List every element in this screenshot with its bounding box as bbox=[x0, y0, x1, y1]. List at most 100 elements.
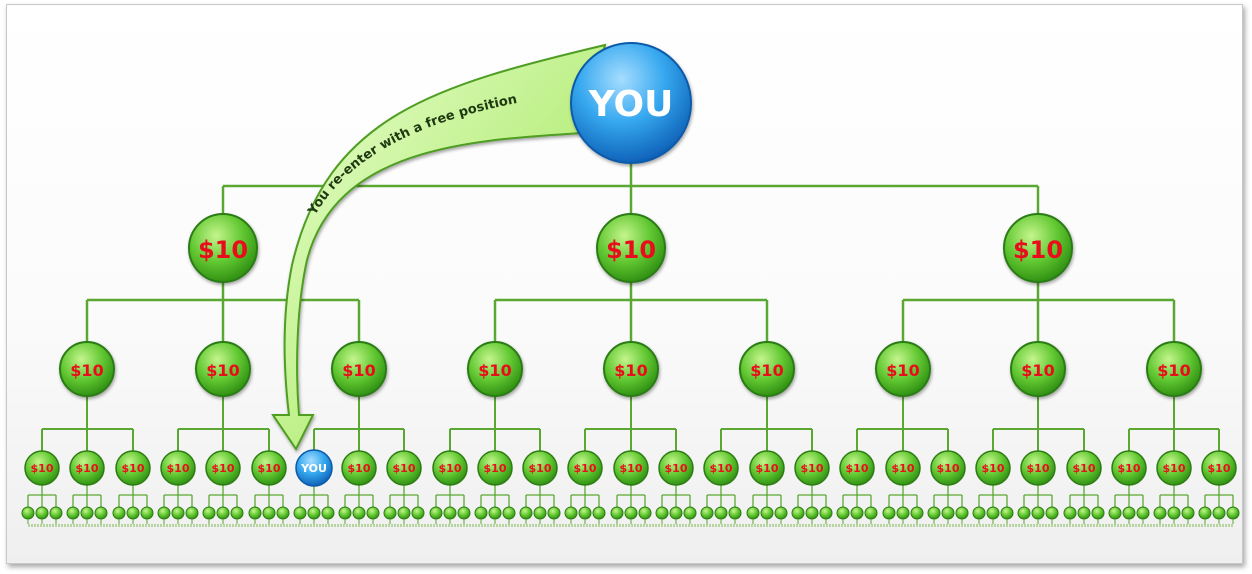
level4-node bbox=[307, 506, 321, 520]
level4-node bbox=[941, 506, 955, 520]
level4-node bbox=[338, 506, 352, 520]
level4-node bbox=[502, 506, 516, 520]
level3-node: $10 bbox=[160, 450, 196, 486]
level4-node bbox=[457, 506, 471, 520]
level3-price-label: $10 bbox=[122, 462, 145, 475]
level4-node bbox=[49, 506, 63, 520]
level2-node: $10 bbox=[875, 341, 931, 397]
level2-node: $10 bbox=[739, 341, 795, 397]
level3-node: $10 bbox=[658, 450, 694, 486]
root-you-label: YOU bbox=[588, 84, 674, 125]
level4-node bbox=[927, 506, 941, 520]
level4-node bbox=[230, 506, 244, 520]
level4-node bbox=[1198, 506, 1212, 520]
level3-node: $10 bbox=[613, 450, 649, 486]
level1-price-label: $10 bbox=[198, 236, 248, 264]
level4-node bbox=[910, 506, 924, 520]
level2-price-label: $10 bbox=[750, 361, 783, 380]
level3-node: $10 bbox=[975, 450, 1011, 486]
level4-node bbox=[35, 506, 49, 520]
level3-price-label: $10 bbox=[620, 462, 643, 475]
level3-node: $10 bbox=[386, 450, 422, 486]
level4-node bbox=[1063, 506, 1077, 520]
level3-node: $10 bbox=[839, 450, 875, 486]
level4-node bbox=[429, 506, 443, 520]
level3-price-label: $10 bbox=[892, 462, 915, 475]
tree-connector-lines bbox=[27, 155, 1234, 507]
level3-node: $10 bbox=[24, 450, 60, 486]
level3-node: $10 bbox=[432, 450, 468, 486]
level4-node bbox=[126, 506, 140, 520]
level4-node bbox=[836, 506, 850, 520]
level4-node bbox=[1212, 506, 1226, 520]
level1-price-label: $10 bbox=[1013, 236, 1063, 264]
level4-node bbox=[972, 506, 986, 520]
level4-node bbox=[624, 506, 638, 520]
level3-price-label: $10 bbox=[801, 462, 824, 475]
level4-node bbox=[1045, 506, 1059, 520]
level4-node bbox=[791, 506, 805, 520]
level2-price-label: $10 bbox=[70, 361, 103, 380]
level4-node bbox=[1153, 506, 1167, 520]
level4-node bbox=[564, 506, 578, 520]
level4-node bbox=[276, 506, 290, 520]
level4-node bbox=[1000, 506, 1014, 520]
level2-node: $10 bbox=[331, 341, 387, 397]
level1-price-label: $10 bbox=[606, 236, 656, 264]
level3-node: $10 bbox=[522, 450, 558, 486]
level4-node bbox=[1122, 506, 1136, 520]
level2-price-label: $10 bbox=[1157, 361, 1190, 380]
level4-node bbox=[488, 506, 502, 520]
level4-node bbox=[714, 506, 728, 520]
level4-node bbox=[1108, 506, 1122, 520]
level2-price-label: $10 bbox=[342, 361, 375, 380]
level3-price-label: $10 bbox=[665, 462, 688, 475]
level3-price-label: $10 bbox=[937, 462, 960, 475]
level3-node: $10 bbox=[885, 450, 921, 486]
level4-node bbox=[383, 506, 397, 520]
level3-price-label: $10 bbox=[846, 462, 869, 475]
level3-price-label: $10 bbox=[212, 462, 235, 475]
level4-node bbox=[443, 506, 457, 520]
level3-node: $10 bbox=[794, 450, 830, 486]
level3-price-label: $10 bbox=[393, 462, 416, 475]
level4-node bbox=[592, 506, 606, 520]
level3-node: $10 bbox=[930, 450, 966, 486]
level3-node: $10 bbox=[1020, 450, 1056, 486]
level3-price-label: $10 bbox=[258, 462, 281, 475]
level4-node bbox=[216, 506, 230, 520]
level4-node bbox=[21, 506, 35, 520]
reentry-you-label: YOU bbox=[300, 462, 327, 475]
level2-node: $10 bbox=[59, 341, 115, 397]
level3-price-label: $10 bbox=[439, 462, 462, 475]
level4-node bbox=[655, 506, 669, 520]
level4-node bbox=[262, 506, 276, 520]
level4-node bbox=[638, 506, 652, 520]
level3-price-label: $10 bbox=[982, 462, 1005, 475]
level2-node: $10 bbox=[195, 341, 251, 397]
level4-node bbox=[547, 506, 561, 520]
level4-node bbox=[533, 506, 547, 520]
level4-node bbox=[202, 506, 216, 520]
level3-price-label: $10 bbox=[484, 462, 507, 475]
level4-node bbox=[578, 506, 592, 520]
level4-node bbox=[519, 506, 533, 520]
level3-price-label: $10 bbox=[167, 462, 190, 475]
level4-node bbox=[683, 506, 697, 520]
reentry-you-node: YOU bbox=[295, 449, 333, 487]
level2-price-label: $10 bbox=[886, 361, 919, 380]
level2-node: $10 bbox=[1010, 341, 1066, 397]
level4-node bbox=[397, 506, 411, 520]
reentry-arrow-shape bbox=[271, 43, 607, 451]
level4-node bbox=[293, 506, 307, 520]
level4-node bbox=[157, 506, 171, 520]
level4-node bbox=[140, 506, 154, 520]
level1-node: $10 bbox=[596, 213, 666, 283]
level3-node: $10 bbox=[477, 450, 513, 486]
level3-price-label: $10 bbox=[31, 462, 54, 475]
diagram-frame: You re-enter with a free position YOU $1… bbox=[6, 4, 1243, 564]
level2-price-label: $10 bbox=[1021, 361, 1054, 380]
level2-price-label: $10 bbox=[478, 361, 511, 380]
level4-node bbox=[882, 506, 896, 520]
level4-node bbox=[896, 506, 910, 520]
